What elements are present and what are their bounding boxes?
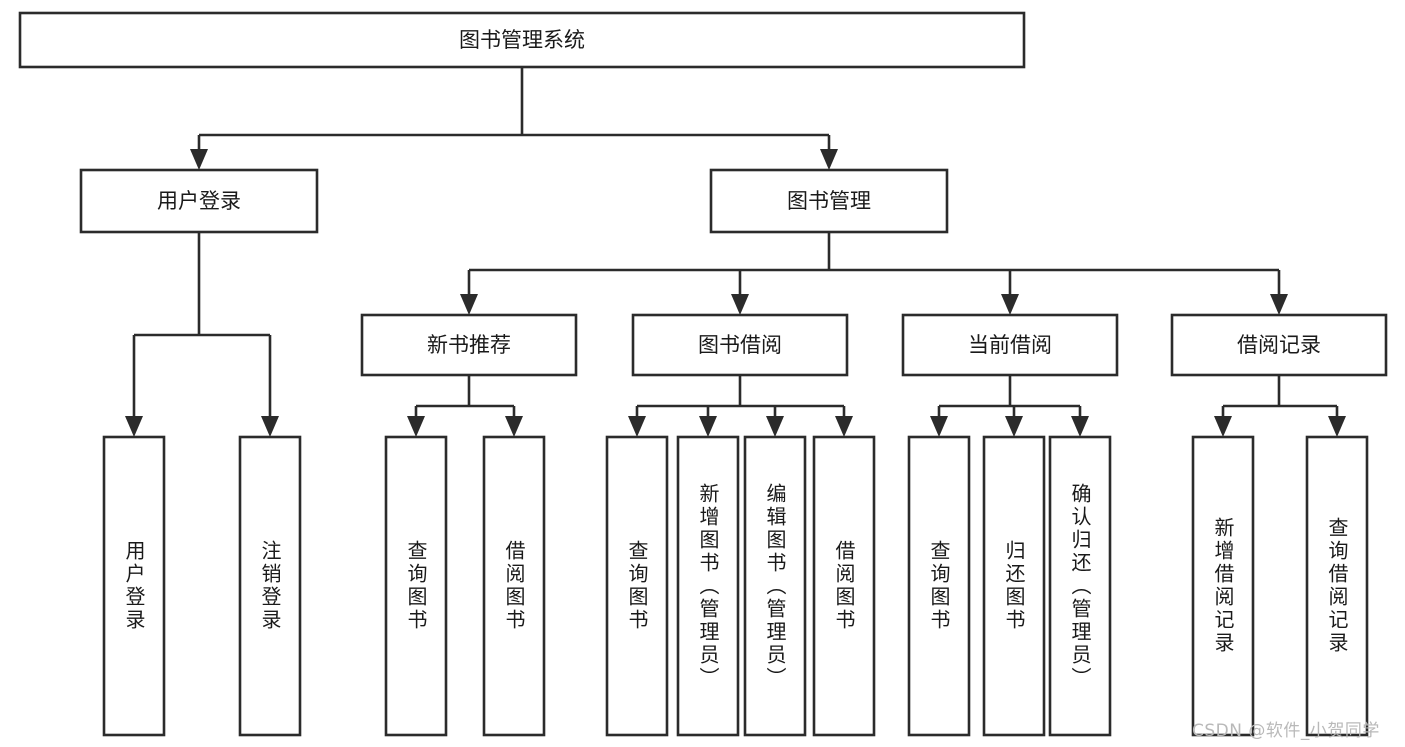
arrowhead-leaf-7 [835,416,853,437]
arrowhead-leaf-2 [407,416,425,437]
node-level2-label-0: 用户登录 [157,189,241,213]
arrowhead-level2-1 [820,149,838,170]
arrowhead-leaf-5 [699,416,717,437]
node-leaf-10[interactable] [1048,435,1112,737]
node-level3-0[interactable] [360,313,578,377]
arrowhead-leaf-9 [1005,416,1023,437]
arrowhead-level3-1 [731,294,749,315]
node-leaf-2[interactable] [384,435,448,737]
node-level3-label-1: 图书借阅 [698,333,782,357]
node-level3-2[interactable] [901,313,1119,377]
arrowhead-level3-3 [1270,294,1288,315]
arrowhead-level2-0 [190,149,208,170]
node-leaf-4[interactable] [605,435,669,737]
node-leaf-0[interactable] [102,435,166,737]
node-leaf-8[interactable] [907,435,971,737]
arrowhead-leaf-10 [1071,416,1089,437]
arrowhead-level3-2 [1001,294,1019,315]
arrowhead-leaf-11 [1214,416,1232,437]
connectors-layer [125,67,1346,437]
arrowhead-leaf-1 [261,416,279,437]
node-leaf-9[interactable] [982,435,1046,737]
node-leaf-12[interactable] [1305,435,1369,737]
csdn-watermark: CSDN @软件_小贺同学 [1192,721,1380,741]
node-root-label: 图书管理系统 [459,28,585,52]
node-leaf-7[interactable] [812,435,876,737]
node-leaf-3[interactable] [482,435,546,737]
node-level2-label-1: 图书管理 [787,189,871,213]
arrowhead-leaf-8 [930,416,948,437]
arrowhead-leaf-12 [1328,416,1346,437]
node-root[interactable] [18,11,1026,69]
node-level3-3[interactable] [1170,313,1388,377]
node-level3-label-2: 当前借阅 [968,333,1052,357]
node-level3-label-3: 借阅记录 [1237,333,1321,357]
node-level2-1[interactable] [709,168,949,234]
node-leaf-1[interactable] [238,435,302,737]
node-leaf-6[interactable] [743,435,807,737]
arrowhead-leaf-4 [628,416,646,437]
arrowhead-leaf-6 [766,416,784,437]
node-leaf-5[interactable] [676,435,740,737]
arrowhead-leaf-0 [125,416,143,437]
boxes-layer [18,11,1388,737]
node-leaf-11[interactable] [1191,435,1255,737]
arrowhead-leaf-3 [505,416,523,437]
node-level3-label-0: 新书推荐 [427,333,511,357]
node-level3-1[interactable] [631,313,849,377]
arrowhead-level3-0 [460,294,478,315]
node-level2-0[interactable] [79,168,319,234]
